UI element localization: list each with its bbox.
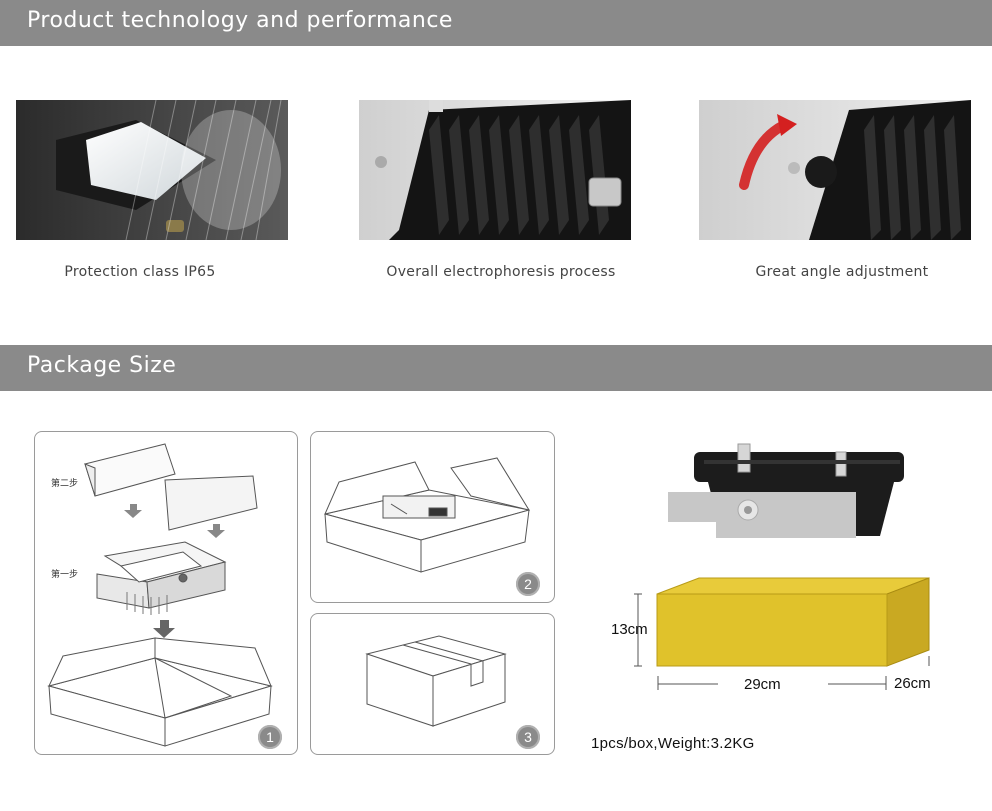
package-box-diagram: [630, 570, 940, 700]
package-weight-note: 1pcs/box,Weight:3.2KG: [591, 735, 755, 752]
package-width-label: 26cm: [894, 675, 931, 692]
feature-caption-angle: Great angle adjustment: [755, 264, 929, 280]
product-side-view: [668, 440, 916, 542]
step-1-label: 第一步: [51, 570, 79, 580]
feature-caption-electrophoresis: Overall electrophoresis process: [386, 264, 616, 280]
package-height-label: 13cm: [611, 621, 648, 638]
angle-adjust-photo: [699, 100, 971, 240]
packing-step-1-panel: 第二步 第一步 1: [34, 431, 298, 755]
feature-caption-ip65: Protection class IP65: [64, 264, 216, 280]
section-title-package: Package Size: [27, 353, 177, 378]
heatsink-photo: [359, 100, 631, 240]
section-banner-technology: Product technology and performance: [0, 0, 992, 46]
section-title-technology: Product technology and performance: [27, 8, 453, 33]
section-banner-package: Package Size: [0, 345, 992, 391]
step-2-label: 第二步: [51, 479, 79, 489]
step-badge-1: 1: [258, 725, 282, 749]
ip65-rain-photo: [16, 100, 288, 240]
step-badge-3: 3: [516, 725, 540, 749]
package-length-label: 29cm: [744, 676, 781, 693]
packing-step-2-panel: 2: [310, 431, 555, 603]
step-badge-2: 2: [516, 572, 540, 596]
packing-step-3-panel: 3: [310, 613, 555, 755]
